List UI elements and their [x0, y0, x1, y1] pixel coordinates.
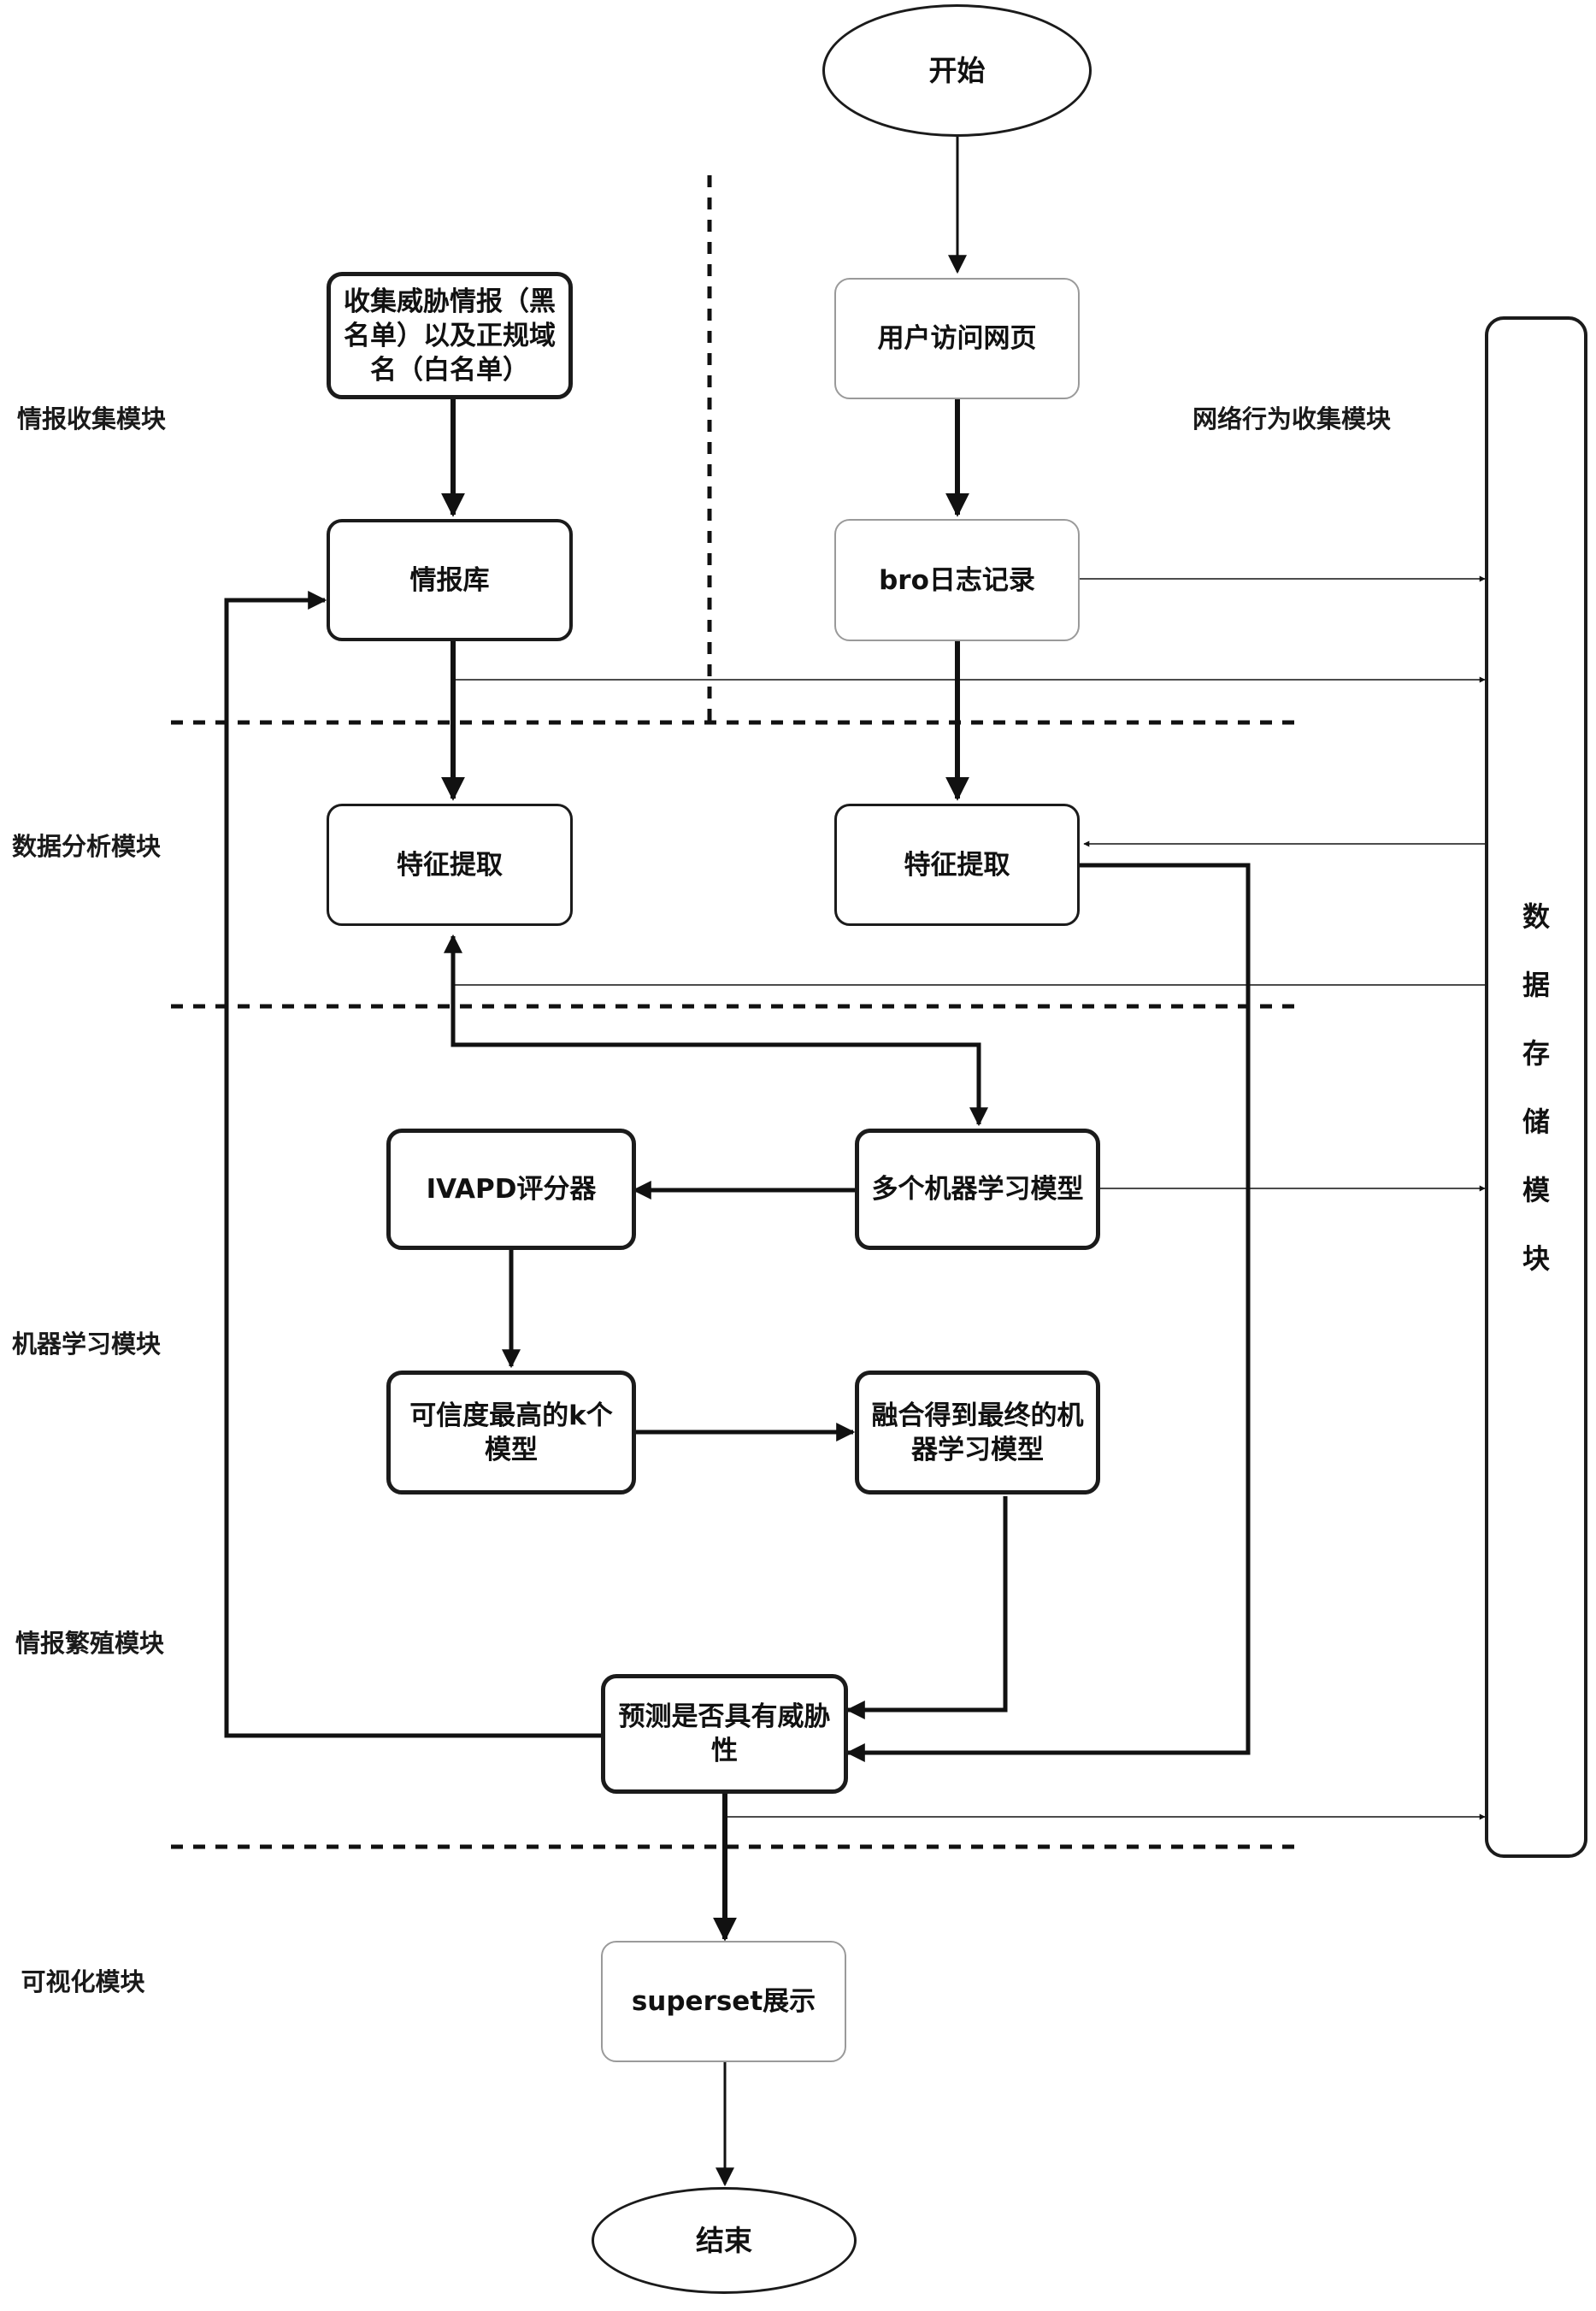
start-label: 开始	[928, 53, 986, 87]
multi-ml-models-node: 多个机器学习模型	[855, 1129, 1100, 1250]
superset-display-label: superset展示	[631, 1986, 816, 2017]
ivapd-scorer-node: IVAPD评分器	[386, 1129, 636, 1250]
bro-log-label: bro日志记录	[879, 564, 1035, 596]
fusion-model-label: 融合得到最终的机器学习模型	[871, 1400, 1084, 1465]
bro-log-node: bro日志记录	[834, 519, 1080, 641]
ivapd-scorer-label: IVAPD评分器	[426, 1174, 597, 1205]
superset-display-node: superset展示	[601, 1941, 846, 2062]
feature-extract-left-node: 特征提取	[327, 804, 573, 926]
multi-ml-models-label: 多个机器学习模型	[871, 1174, 1084, 1205]
module-label-data-analysis: 数据分析模块	[12, 832, 162, 861]
topk-models-label: 可信度最高的k个模型	[409, 1400, 613, 1465]
threat-prediction-label: 预测是否具有威胁性	[618, 1701, 831, 1766]
intel-db-node: 情报库	[327, 519, 573, 641]
storage-char-5: 模	[1522, 1173, 1550, 1206]
module-label-intel-breeding: 情报繁殖模块	[15, 1629, 165, 1658]
end-label: 结束	[696, 2223, 752, 2257]
data-storage-module: 数 据 存 储 模 块	[1485, 316, 1587, 1858]
storage-char-4: 储	[1522, 1105, 1550, 1138]
storage-char-3: 存	[1522, 1036, 1550, 1070]
user-visit-node: 用户访问网页	[834, 278, 1080, 399]
topk-models-node: 可信度最高的k个模型	[386, 1371, 636, 1494]
module-label-network-behavior: 网络行为收集模块	[1193, 404, 1392, 433]
storage-char-2: 据	[1522, 968, 1550, 1001]
fusion-model-node: 融合得到最终的机器学习模型	[855, 1371, 1100, 1494]
feature-extract-left-label: 特征提取	[397, 849, 503, 881]
collect-intel-label: 收集威胁情报（黑名单）以及正规域名（白名单）	[344, 286, 556, 386]
threat-prediction-node: 预测是否具有威胁性	[601, 1674, 848, 1794]
feature-extract-right-node: 特征提取	[834, 804, 1080, 926]
storage-char-6: 块	[1522, 1241, 1550, 1275]
module-label-visualization: 可视化模块	[21, 1967, 145, 1996]
flow-arrows	[224, 137, 1251, 2187]
collect-intel-node: 收集威胁情报（黑名单）以及正规域名（白名单）	[327, 272, 573, 399]
start-node: 开始	[822, 4, 1092, 137]
module-label-intel-collection: 情报收集模块	[17, 404, 167, 433]
feature-extract-right-label: 特征提取	[904, 849, 1010, 881]
storage-char-1: 数	[1522, 899, 1550, 933]
end-node: 结束	[592, 2187, 857, 2294]
intel-db-label: 情报库	[409, 564, 490, 596]
user-visit-label: 用户访问网页	[877, 323, 1037, 354]
module-label-machine-learning: 机器学习模块	[12, 1329, 162, 1359]
section-dividers	[171, 175, 1304, 1849]
storage-links	[453, 575, 1486, 1820]
